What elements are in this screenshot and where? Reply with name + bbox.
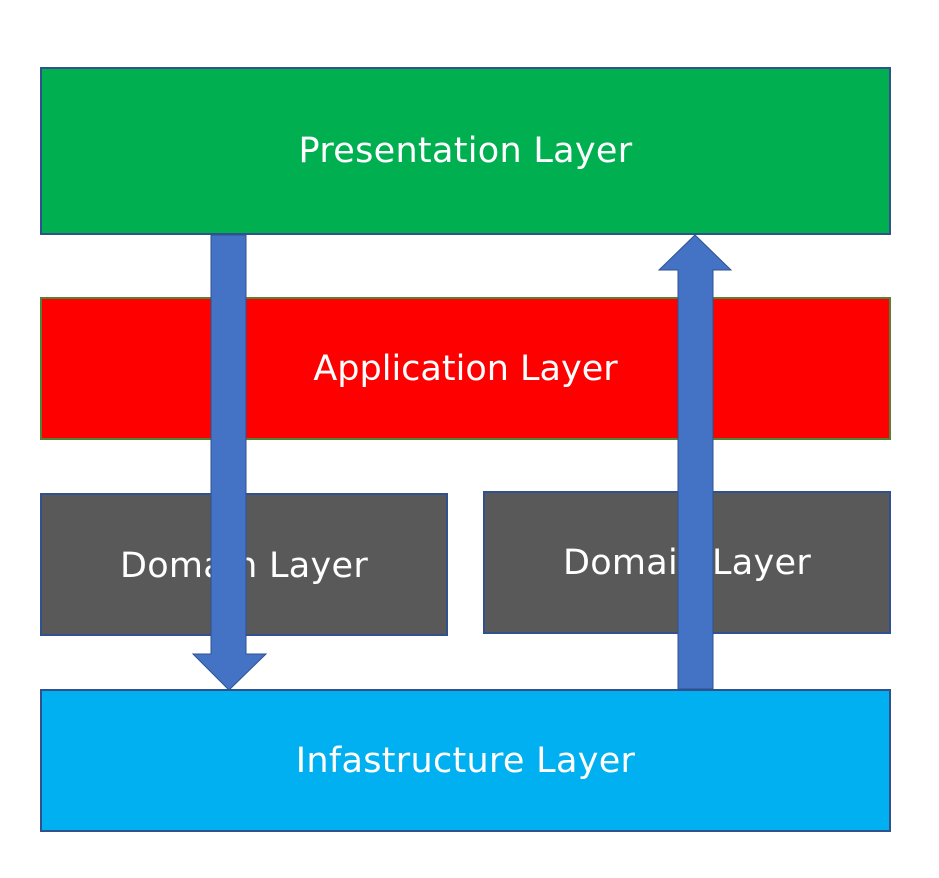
domain-layer-right-label: Domain Layer [562, 542, 812, 583]
presentation-layer-box: Presentation Layer [40, 67, 891, 235]
domain-layer-left-label: Domain Layer [119, 545, 369, 586]
infrastructure-layer-label: Infastructure Layer [295, 740, 636, 781]
application-layer-box [40, 297, 891, 440]
domain-layer-right-box: Domain Layer [483, 491, 891, 634]
presentation-layer-label: Presentation Layer [298, 131, 633, 171]
domain-layer-left-box: Domain Layer [40, 493, 448, 636]
infrastructure-layer-box: Infastructure Layer [40, 689, 891, 832]
